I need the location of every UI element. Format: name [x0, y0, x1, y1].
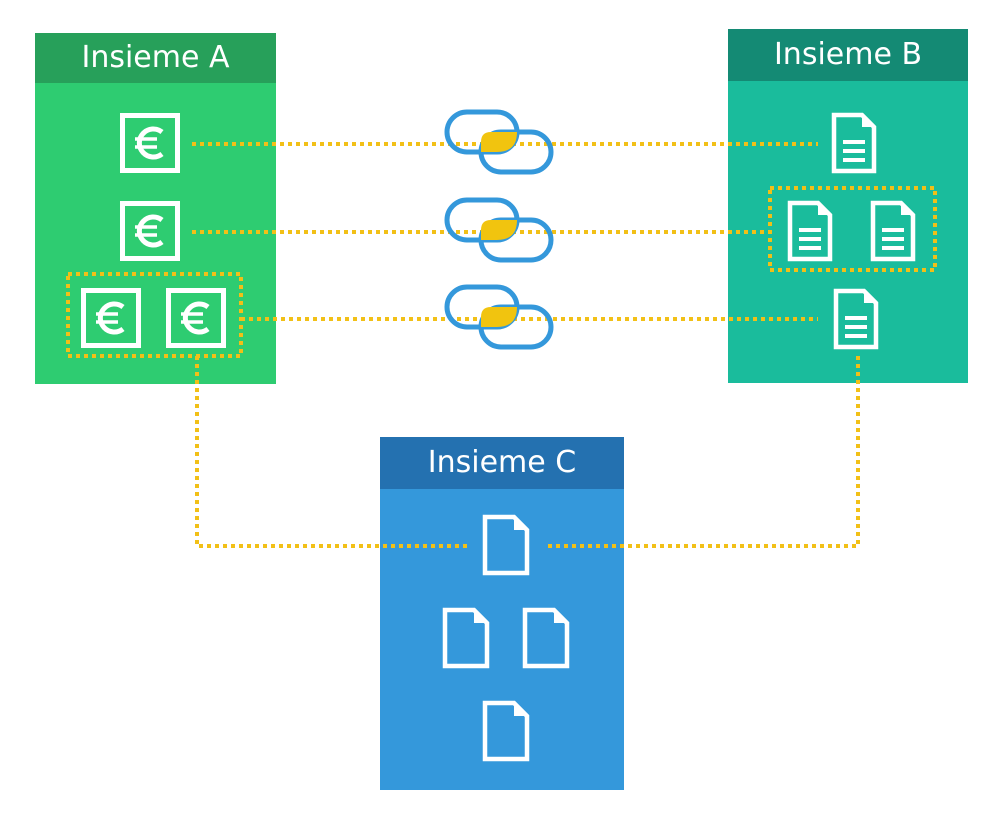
text-document-icon	[836, 291, 876, 347]
connector-b-to-c	[544, 356, 860, 548]
set-b-title: Insieme B	[728, 29, 968, 81]
document-group-box	[768, 186, 937, 272]
blank-document-icon	[525, 610, 567, 666]
chain-link-icon	[447, 200, 551, 260]
set-a-title: Insieme A	[35, 33, 276, 83]
set-c-panel: Insieme C	[380, 437, 624, 790]
text-document-icon	[834, 115, 874, 171]
chain-link-icon	[447, 287, 551, 347]
blank-document-icon	[485, 517, 527, 573]
blank-document-icon	[445, 610, 487, 666]
euro-note-icon	[123, 116, 178, 171]
euro-note-icon	[169, 291, 224, 346]
euro-note-icon	[84, 291, 139, 346]
text-document-icon	[790, 203, 830, 259]
set-c-body	[380, 489, 624, 790]
blank-document-icon	[485, 703, 527, 759]
euro-note-icon	[123, 204, 178, 259]
connector-a-to-c	[195, 356, 468, 548]
set-c-title: Insieme C	[380, 437, 624, 489]
chain-link-icon	[447, 112, 551, 172]
text-document-icon	[873, 203, 913, 259]
